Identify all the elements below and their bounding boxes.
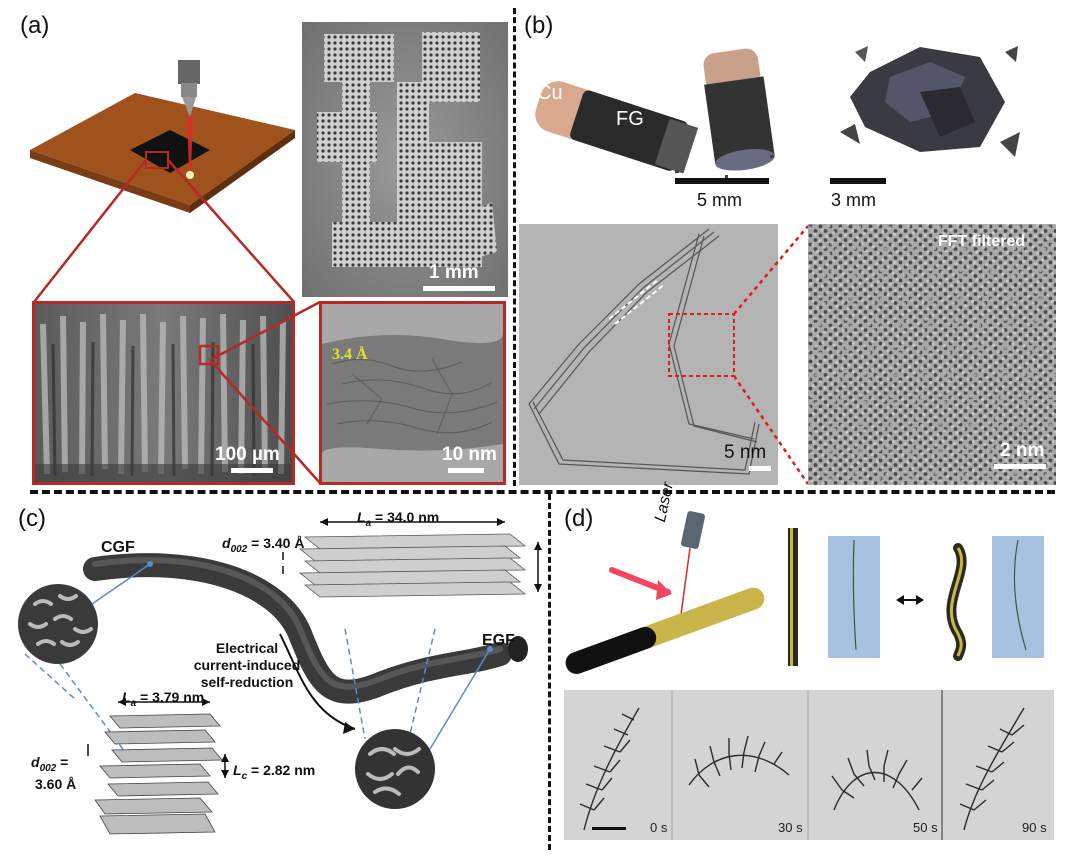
- sem-forest-image: 100 µm: [35, 304, 292, 482]
- bottom-la-label: La = 3.79 nm: [122, 689, 205, 709]
- scale-label-3mm: 3 mm: [831, 190, 876, 210]
- fg-label: FG: [616, 108, 644, 130]
- zoom-lines-b: [734, 225, 810, 485]
- scale-label-5nm: 5 nm: [724, 442, 767, 463]
- panel-b-label: (b): [524, 12, 554, 39]
- tem-b-image: 5 nm: [519, 224, 778, 485]
- fg-flakes-photo: [840, 46, 1020, 157]
- cgf-label: CGF: [101, 539, 135, 556]
- tem-a-frame: 3.4 Å 10 nm: [319, 301, 506, 485]
- time-label-0s: 0 s: [650, 820, 668, 835]
- cu-label: Cu: [537, 82, 563, 104]
- bottom-d002-value: 3.60 Å: [35, 776, 77, 792]
- tem-a-image: 3.4 Å 10 nm: [322, 304, 503, 482]
- scale-bar-10nm: [448, 468, 484, 473]
- top-d002-label: d002 = 3.40 Å: [222, 535, 305, 555]
- time-label-50s: 50 s: [913, 820, 938, 835]
- time-label-30s: 30 s: [778, 820, 803, 835]
- zoom-lines-a2: [210, 300, 321, 484]
- process-label: Electrical current-induced self-reductio…: [193, 640, 301, 690]
- laser-fiber-schematic: [565, 511, 1044, 674]
- fft-title: FFT filtered: [938, 233, 1026, 250]
- scale-bar-100um: [231, 468, 273, 473]
- lattice-spacing-label: 3.4 Å: [332, 346, 368, 363]
- time-label-90s: 90 s: [1022, 820, 1047, 835]
- cgf-egf-fiber-schematic: [18, 518, 542, 835]
- scale-bar-5nm: [749, 466, 771, 471]
- panel-c-label: (c): [18, 505, 46, 532]
- panel-d-label: (d): [564, 505, 594, 532]
- egf-label: EGF: [482, 632, 515, 649]
- time-lapse-strip: 0 s 30 s 50 s 90 s: [564, 690, 1054, 840]
- scale-label-100um: 100 µm: [215, 444, 280, 465]
- fft-filtered-image: FFT filtered 2 nm: [808, 224, 1056, 485]
- scale-label-1mm: 1 mm: [429, 262, 479, 283]
- zoom-lines-a: [33, 159, 295, 303]
- separator-top-bottom: [30, 490, 1055, 494]
- cu-fg-rod-photo: [535, 48, 775, 178]
- scale-bar-2nm: [994, 464, 1046, 469]
- scale-bar-5mm: [675, 178, 769, 184]
- sem-patterned-logo-image: 1 mm: [302, 22, 508, 297]
- bottom-d002-label: d002 =: [31, 754, 69, 774]
- separator-cd: [548, 494, 551, 850]
- scale-label-2nm: 2 nm: [1000, 440, 1045, 461]
- scale-bar-1mm: [423, 286, 495, 291]
- scale-bar-3mm: [830, 178, 886, 184]
- scale-label-10nm: 10 nm: [442, 444, 497, 465]
- top-la-label: La = 34.0 nm: [357, 509, 440, 529]
- lc-label: Lc = 2.82 nm: [233, 762, 316, 782]
- panel-a-label: (a): [20, 12, 50, 39]
- separator-ab: [513, 8, 516, 486]
- sem-forest-frame: 100 µm: [32, 301, 295, 485]
- scale-label-5mm: 5 mm: [697, 190, 742, 210]
